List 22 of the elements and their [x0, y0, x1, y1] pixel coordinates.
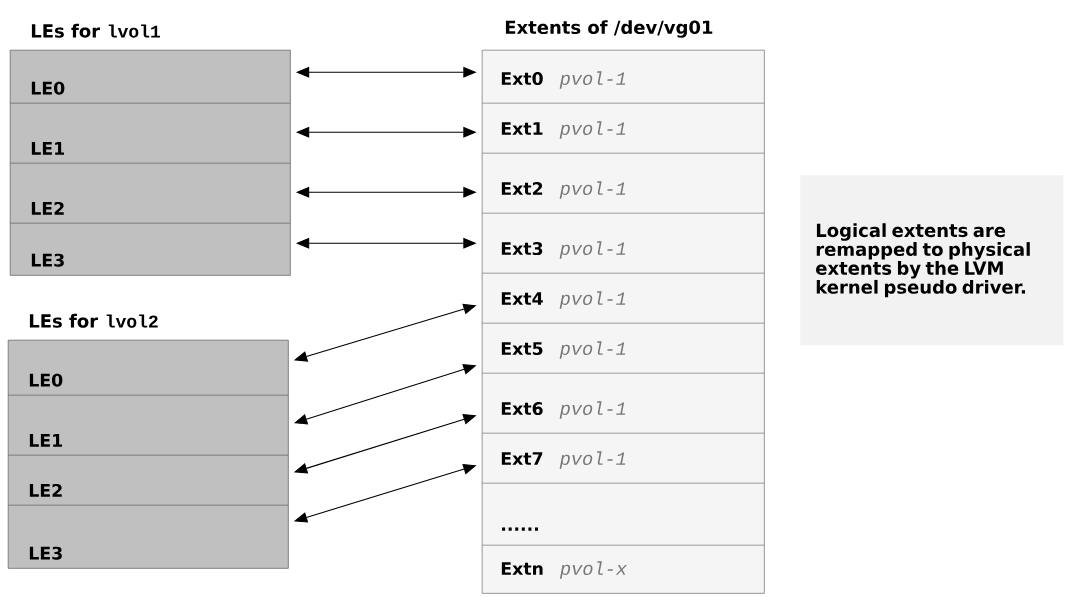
- extent-cell: LE0: [8, 340, 289, 396]
- stack-heading: LEs for lvol2: [29, 313, 158, 328]
- extent-cell: Ext7 pvol-1: [482, 433, 765, 484]
- extent-cell: LE1: [8, 395, 289, 456]
- extent-cell: Ext0 pvol-1: [482, 50, 765, 104]
- extent-cell: LE3: [8, 505, 289, 569]
- note-box: Logical extents are remapped to physical extents by the LVM kernel pseudo driver.: [800, 175, 1064, 346]
- extent-cell: Ext4 pvol-1: [482, 273, 765, 324]
- extent-cell: Ext2 pvol-1: [482, 153, 765, 214]
- extent-cell: LE3: [10, 223, 291, 276]
- extent-cell: LE0: [10, 50, 291, 104]
- extent-cell: Extn pvol-x: [482, 545, 765, 594]
- extent-cell: ......: [482, 483, 765, 546]
- extent-cell: LE2: [10, 163, 291, 224]
- extent-cell: LE1: [10, 103, 291, 164]
- extent-cell: Ext3 pvol-1: [482, 213, 765, 274]
- stack-heading: Extents of /dev/vg01: [505, 20, 713, 38]
- extent-cell: Ext1 pvol-1: [482, 103, 765, 154]
- stack-heading: LEs for lvol1: [31, 23, 160, 38]
- extent-cell: Ext5 pvol-1: [482, 323, 765, 374]
- extent-cell: LE2: [8, 455, 289, 506]
- extent-cell: Ext6 pvol-1: [482, 373, 765, 434]
